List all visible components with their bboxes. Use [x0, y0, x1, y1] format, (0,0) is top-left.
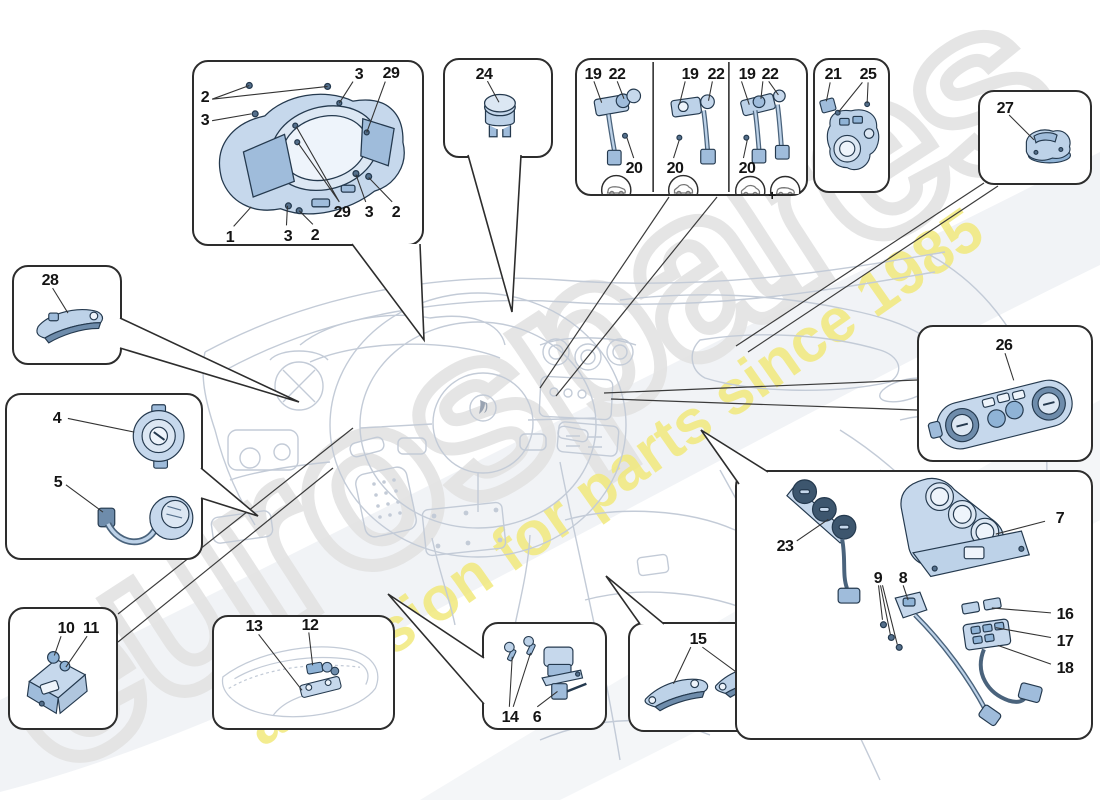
climate-control-part [927, 379, 1073, 450]
sensor-variant1-part [593, 88, 642, 166]
pointer-lines [593, 81, 779, 159]
part-label-11[interactable]: 11 [83, 620, 99, 637]
sensor-variant2-part [670, 94, 716, 165]
pointer-lines [65, 417, 135, 513]
instrument-cluster-part [218, 81, 405, 215]
part-label-18[interactable]: 18 [1056, 660, 1074, 677]
pointer-lines [825, 82, 869, 113]
part-label-27[interactable]: 27 [996, 100, 1014, 117]
part-label-3[interactable]: 3 [364, 204, 374, 221]
plus-sign: + [768, 187, 776, 203]
sensor-part [1025, 129, 1072, 164]
part-label-24[interactable]: 24 [475, 66, 493, 83]
part-label-3[interactable]: 3 [354, 66, 364, 83]
solenoid-valve-part [541, 646, 587, 700]
part-label-10[interactable]: 10 [57, 620, 75, 637]
part-label-26[interactable]: 26 [995, 337, 1013, 354]
spider-variant-icon [600, 174, 632, 194]
pointer-lines [508, 652, 558, 708]
console-switch-part [299, 661, 342, 698]
part-label-2[interactable]: 2 [310, 227, 320, 244]
shift-paddle-part [644, 678, 709, 712]
callout-box-main-assembly: 23 7 9 8 16 17 18 [735, 470, 1093, 740]
part-label-8[interactable]: 8 [898, 570, 908, 587]
ignition-switch-part [132, 404, 185, 469]
part-label-19[interactable]: 19 [584, 66, 602, 83]
part-label-20[interactable]: 20 [625, 160, 643, 177]
pointer-lines [53, 635, 88, 668]
sensor-bracket-part [879, 591, 1002, 727]
part-label-22[interactable]: 22 [608, 66, 626, 83]
bracket-panel-part [900, 477, 1031, 578]
part-label-20[interactable]: 20 [666, 160, 684, 177]
part-label-6[interactable]: 6 [532, 709, 542, 726]
part-label-17[interactable]: 17 [1056, 633, 1074, 650]
part-label-22[interactable]: 22 [707, 66, 725, 83]
callout-box-valve-14-6: 14 6 [482, 622, 607, 730]
part-label-3[interactable]: 3 [283, 228, 293, 245]
connector-switch-part [97, 495, 194, 546]
part-label-12[interactable]: 12 [301, 617, 319, 634]
part-label-3[interactable]: 3 [200, 112, 210, 129]
button-part [483, 93, 516, 138]
callout-box-sensor-27: 27 [978, 90, 1092, 185]
pointer-lines [258, 632, 314, 691]
coupe-variant-icon [734, 175, 766, 194]
callout-box-switches-4-5: 4 5 [5, 393, 203, 560]
part-label-20[interactable]: 20 [738, 160, 756, 177]
spider-variant-icon [769, 175, 801, 194]
pointer-lines [672, 646, 740, 684]
part-label-22[interactable]: 22 [761, 66, 779, 83]
part-label-29[interactable]: 29 [333, 204, 351, 221]
callout-box-module-21-25: 21 25 [813, 58, 890, 193]
part-label-7[interactable]: 7 [1055, 510, 1065, 527]
callout-box-paddle-28: 28 [12, 265, 122, 365]
part-label-13[interactable]: 13 [245, 618, 263, 635]
part-label-29[interactable]: 29 [382, 65, 400, 82]
part-label-19[interactable]: 19 [738, 66, 756, 83]
switch-pack-part [961, 597, 1043, 704]
part-label-23[interactable]: 23 [776, 538, 794, 555]
pointer-line [52, 287, 69, 314]
part-label-16[interactable]: 16 [1056, 606, 1074, 623]
pointer-line [1008, 114, 1035, 141]
screw-icon [504, 635, 536, 662]
part-label-1[interactable]: 1 [225, 229, 235, 246]
callout-box-button-24: 24 [443, 58, 553, 158]
console-line-art [222, 646, 379, 718]
switch-block-part [26, 651, 88, 715]
callout-box-console-13-12: 13 12 [212, 615, 395, 730]
control-module-part [819, 97, 880, 171]
part-label-21[interactable]: 21 [824, 66, 842, 83]
pointer-lines [211, 81, 393, 227]
callout-box-climate-26: 26 [917, 325, 1093, 462]
part-label-25[interactable]: 25 [859, 66, 877, 83]
gauge-bar-part [786, 479, 861, 604]
part-label-2[interactable]: 2 [200, 89, 210, 106]
part-label-9[interactable]: 9 [873, 570, 883, 587]
part-label-4[interactable]: 4 [52, 410, 62, 427]
sensor-variant3-part [740, 89, 790, 164]
coupe-variant-icon [667, 174, 699, 194]
part-label-15[interactable]: 15 [689, 631, 707, 648]
part-label-14[interactable]: 14 [501, 709, 519, 726]
part-label-2[interactable]: 2 [391, 204, 401, 221]
pointer-line [486, 80, 500, 103]
pointer-line [1004, 353, 1015, 381]
part-label-28[interactable]: 28 [41, 272, 59, 289]
paddle-part [36, 309, 104, 344]
callout-box-sensor-variants: 19 22 20 19 22 20 19 22 20 + [575, 58, 808, 202]
part-label-5[interactable]: 5 [53, 474, 63, 491]
pointer-lines [796, 518, 1052, 665]
callout-box-switch-10-11: 10 11 [8, 607, 118, 730]
part-label-19[interactable]: 19 [681, 66, 699, 83]
variant-dividers [652, 61, 730, 193]
callout-box-instrument-cluster: 2 3 3 29 1 3 2 29 3 2 [192, 60, 424, 246]
